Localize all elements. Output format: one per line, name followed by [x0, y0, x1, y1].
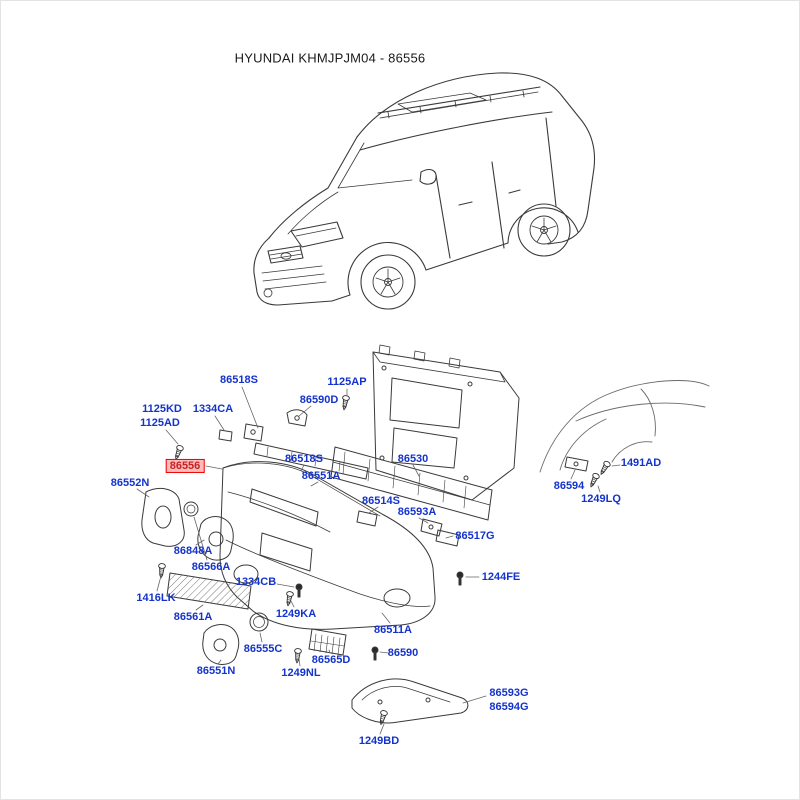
- part-label-1249LQ[interactable]: 1249LQ: [581, 492, 621, 505]
- part-label-86556[interactable]: 86556: [165, 458, 205, 474]
- part-label-86566A[interactable]: 86566A: [191, 560, 231, 573]
- part-label-86511A[interactable]: 86511A: [374, 623, 412, 636]
- radiator-support-drawing: [372, 344, 520, 501]
- part-label-86555C[interactable]: 86555C: [243, 642, 283, 655]
- part-label-1334CB[interactable]: 1334CB: [235, 575, 277, 588]
- part-label-1125KD[interactable]: 1125KD: [142, 402, 182, 415]
- fog-lamp-parts-drawing: [141, 488, 269, 665]
- part-label-86552N[interactable]: 86552N: [110, 476, 150, 489]
- part-label-1125AD[interactable]: 1125AD: [140, 416, 180, 429]
- part-label-86848A[interactable]: 86848A: [173, 544, 213, 557]
- part-label-1125AP[interactable]: 1125AP: [327, 375, 367, 388]
- part-label-1249BD[interactable]: 1249BD: [358, 734, 400, 747]
- part-label-86590[interactable]: 86590: [387, 646, 419, 659]
- leader-lines: [136, 386, 621, 735]
- vehicle-front-outline-drawing: [539, 380, 710, 473]
- part-label-86594G[interactable]: 86594G: [489, 700, 529, 713]
- part-label-86590D[interactable]: 86590D: [299, 393, 339, 406]
- part-label-86517G[interactable]: 86517G: [455, 529, 495, 542]
- lower-grille-drawing: [166, 572, 347, 656]
- part-label-1416LK[interactable]: 1416LK: [136, 591, 176, 604]
- bumper-cover-drawing: [219, 461, 436, 630]
- vehicle-illustration: [253, 72, 596, 310]
- part-label-1244FE[interactable]: 1244FE: [481, 570, 521, 583]
- part-label-86514S[interactable]: 86514S: [362, 494, 400, 507]
- mounting-brackets-drawing: [218, 409, 589, 547]
- part-label-86593A[interactable]: 86593A: [397, 505, 437, 518]
- part-label-86551N[interactable]: 86551N: [196, 664, 236, 677]
- part-label-86594[interactable]: 86594: [553, 479, 585, 492]
- part-label-1334CA[interactable]: 1334CA: [192, 402, 234, 415]
- side-support-bracket-drawing: [351, 678, 469, 724]
- diagram-title: HYUNDAI KHMJPJM04 - 86556: [234, 50, 426, 66]
- part-label-1249NL[interactable]: 1249NL: [281, 666, 321, 679]
- part-label-86530[interactable]: 86530: [397, 452, 429, 465]
- part-label-1249KA[interactable]: 1249KA: [275, 607, 317, 620]
- part-label-86561A[interactable]: 86561A: [173, 610, 213, 623]
- part-label-86551A[interactable]: 86551A: [301, 469, 341, 482]
- part-label-86593G[interactable]: 86593G: [489, 686, 529, 699]
- part-label-1491AD[interactable]: 1491AD: [620, 456, 662, 469]
- part-label-86518S[interactable]: 86518S: [220, 373, 258, 386]
- part-label-86518S[interactable]: 86518S: [285, 452, 323, 465]
- part-label-86565D[interactable]: 86565D: [311, 653, 351, 666]
- bumper-stay-strip-drawing: [253, 442, 369, 480]
- bumper-exploded-view: [136, 344, 710, 735]
